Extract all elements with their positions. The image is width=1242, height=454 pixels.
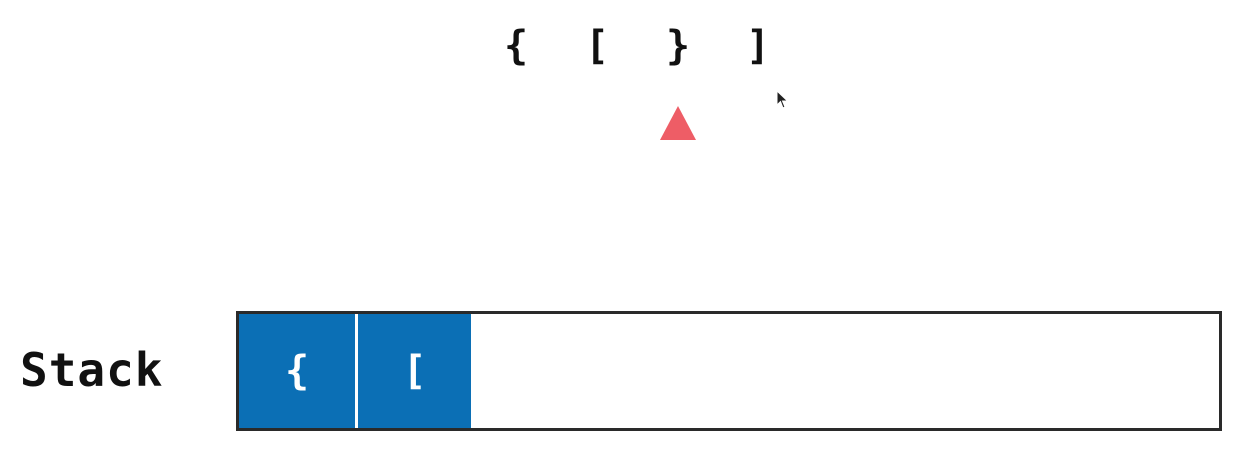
stack-cell-0: { xyxy=(239,314,355,428)
sequence-char-0: { xyxy=(503,23,529,69)
mouse-cursor-icon xyxy=(776,90,789,109)
stack-cell-1: [ xyxy=(355,314,471,428)
sequence-char-2: } xyxy=(665,23,691,69)
stack-cells: { [ xyxy=(239,314,471,428)
sequence-char-3: ] xyxy=(745,23,771,69)
pointer-triangle-icon xyxy=(660,106,696,140)
sequence-char-1: [ xyxy=(584,23,610,69)
bracket-sequence: { [ } ] xyxy=(0,18,1242,78)
stack-container: { [ xyxy=(236,311,1222,431)
stack-label: Stack xyxy=(20,343,164,397)
